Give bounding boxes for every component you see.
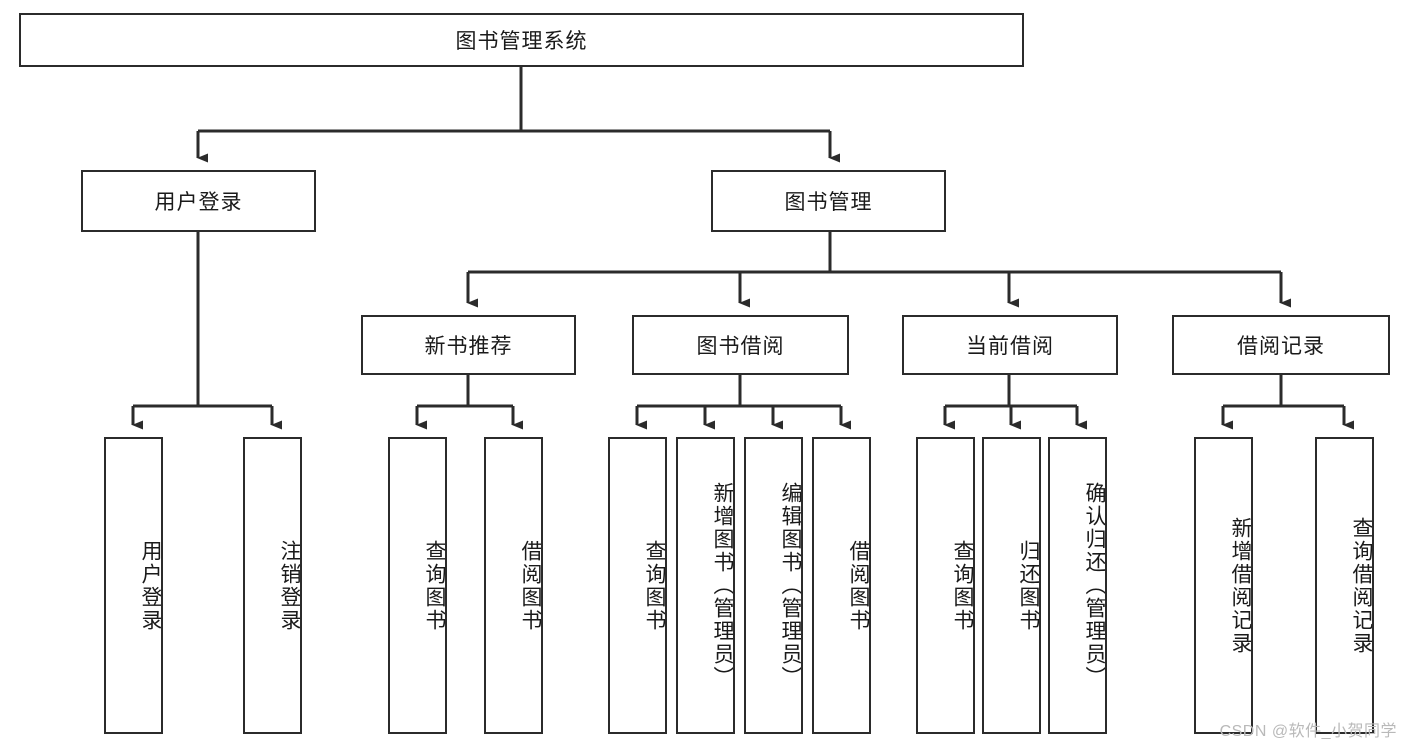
leaf-user-login-login[interactable]: 用户登录 bbox=[104, 437, 163, 734]
node-label: 借阅记录 bbox=[1237, 335, 1325, 358]
leaf-new-book-borrow-book[interactable]: 借阅图书 bbox=[484, 437, 543, 734]
node-borrow-record[interactable]: 借阅记录 bbox=[1172, 315, 1390, 375]
leaf-book-borrow-add-book-admin[interactable]: 新增图书（管理员） bbox=[676, 437, 735, 734]
node-book-borrow[interactable]: 图书借阅 bbox=[632, 315, 849, 375]
node-label: 借阅图书 bbox=[847, 539, 870, 632]
leaf-new-book-query-book[interactable]: 查询图书 bbox=[388, 437, 447, 734]
leaf-current-borrow-return-book[interactable]: 归还图书 bbox=[982, 437, 1041, 734]
node-label: 图书借阅 bbox=[696, 335, 785, 358]
node-new-book-recommend[interactable]: 新书推荐 bbox=[361, 315, 576, 375]
node-label: 新书推荐 bbox=[424, 335, 513, 358]
node-label: 用户登录 bbox=[139, 539, 162, 632]
node-current-borrow[interactable]: 当前借阅 bbox=[902, 315, 1118, 375]
node-user-login[interactable]: 用户登录 bbox=[81, 170, 316, 232]
leaf-user-login-logout[interactable]: 注销登录 bbox=[243, 437, 302, 734]
leaf-current-borrow-query-book[interactable]: 查询图书 bbox=[916, 437, 975, 734]
node-label: 确认归还（管理员） bbox=[1083, 482, 1106, 689]
leaf-book-borrow-query-book[interactable]: 查询图书 bbox=[608, 437, 667, 734]
leaf-book-borrow-edit-book-admin[interactable]: 编辑图书（管理员） bbox=[744, 437, 803, 734]
node-label: 归还图书 bbox=[1017, 539, 1040, 632]
node-label: 当前借阅 bbox=[966, 335, 1054, 358]
leaf-borrow-record-add-record[interactable]: 新增借阅记录 bbox=[1194, 437, 1253, 734]
node-book-management[interactable]: 图书管理 bbox=[711, 170, 946, 232]
node-label: 查询图书 bbox=[423, 539, 446, 632]
node-label: 注销登录 bbox=[278, 539, 301, 632]
node-label: 图书管理 bbox=[784, 191, 873, 214]
node-label: 查询借阅记录 bbox=[1350, 516, 1373, 655]
leaf-borrow-record-query-record[interactable]: 查询借阅记录 bbox=[1315, 437, 1374, 734]
node-label: 图书管理系统 bbox=[455, 30, 588, 53]
leaf-current-borrow-confirm-return-admin[interactable]: 确认归还（管理员） bbox=[1048, 437, 1107, 734]
leaf-book-borrow-borrow-book[interactable]: 借阅图书 bbox=[812, 437, 871, 734]
node-label: 新增借阅记录 bbox=[1229, 516, 1252, 655]
node-label: 借阅图书 bbox=[519, 539, 542, 632]
node-label: 新增图书（管理员） bbox=[711, 482, 734, 689]
node-label: 编辑图书（管理员） bbox=[779, 482, 802, 689]
node-label: 查询图书 bbox=[643, 539, 666, 632]
node-label: 查询图书 bbox=[951, 539, 974, 632]
node-root-book-management-system[interactable]: 图书管理系统 bbox=[19, 13, 1024, 67]
node-label: 用户登录 bbox=[154, 191, 243, 214]
